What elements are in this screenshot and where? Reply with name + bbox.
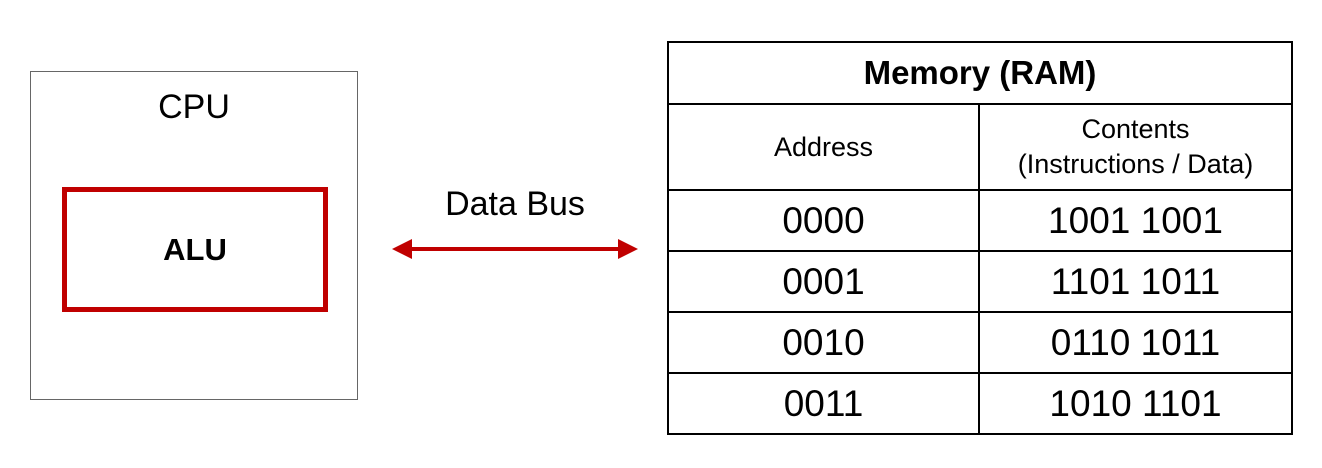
contents-header-line2: (Instructions / Data) bbox=[1017, 149, 1254, 179]
data-bus-label: Data Bus bbox=[445, 185, 585, 223]
cpu-box: CPU ALU bbox=[30, 71, 358, 400]
contents-cell: 1101 1011 bbox=[978, 250, 1293, 313]
address-cell: 0010 bbox=[667, 311, 980, 374]
address-cell: 0001 bbox=[667, 250, 980, 313]
memory-table: Memory (RAM) Address Contents (Instructi… bbox=[667, 41, 1293, 435]
address-header: Address bbox=[667, 103, 980, 191]
memory-title: Memory (RAM) bbox=[667, 41, 1293, 105]
table-row: 0000 1001 1001 bbox=[667, 189, 1293, 252]
contents-header-line1: Contents bbox=[1081, 114, 1190, 144]
contents-cell: 0110 1011 bbox=[978, 311, 1293, 374]
arrowhead-right-icon bbox=[618, 239, 638, 259]
data-bus-arrow bbox=[392, 239, 638, 259]
contents-header: Contents (Instructions / Data) bbox=[978, 103, 1293, 191]
table-row: 0001 1101 1011 bbox=[667, 250, 1293, 313]
address-cell: 0011 bbox=[667, 372, 980, 435]
cpu-title: CPU bbox=[158, 88, 230, 126]
memory-title-row: Memory (RAM) bbox=[667, 41, 1293, 105]
contents-cell: 1001 1001 bbox=[978, 189, 1293, 252]
alu-label: ALU bbox=[163, 231, 227, 267]
table-row: 0011 1010 1101 bbox=[667, 372, 1293, 435]
address-cell: 0000 bbox=[667, 189, 980, 252]
contents-cell: 1010 1101 bbox=[978, 372, 1293, 435]
table-row: 0010 0110 1011 bbox=[667, 311, 1293, 374]
memory-header-row: Address Contents (Instructions / Data) bbox=[667, 103, 1293, 191]
arrowhead-left-icon bbox=[392, 239, 412, 259]
alu-box: ALU bbox=[62, 187, 328, 312]
